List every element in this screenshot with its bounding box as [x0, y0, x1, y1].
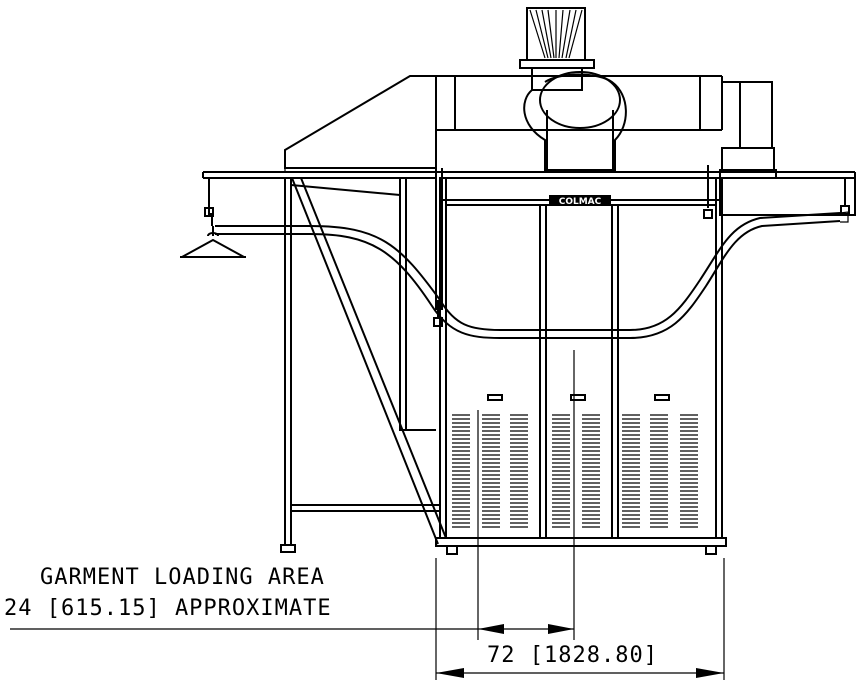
dimension-lines — [10, 350, 725, 680]
width-dimension: 72 [1828.80] — [487, 643, 658, 668]
left-frame — [280, 168, 447, 553]
left-hood — [284, 75, 437, 172]
louver-vents — [452, 414, 698, 528]
right-blower — [719, 147, 777, 179]
cabinet: COLMAC — [435, 177, 727, 555]
conveyor-rail — [204, 165, 850, 339]
exhaust-filter — [519, 7, 595, 91]
brand-label: COLMAC — [559, 197, 602, 207]
garment-hanger — [180, 226, 246, 258]
loading-area-dimension: 24 [615.15] APPROXIMATE — [4, 596, 332, 621]
loading-area-label: GARMENT LOADING AREA — [40, 565, 325, 590]
